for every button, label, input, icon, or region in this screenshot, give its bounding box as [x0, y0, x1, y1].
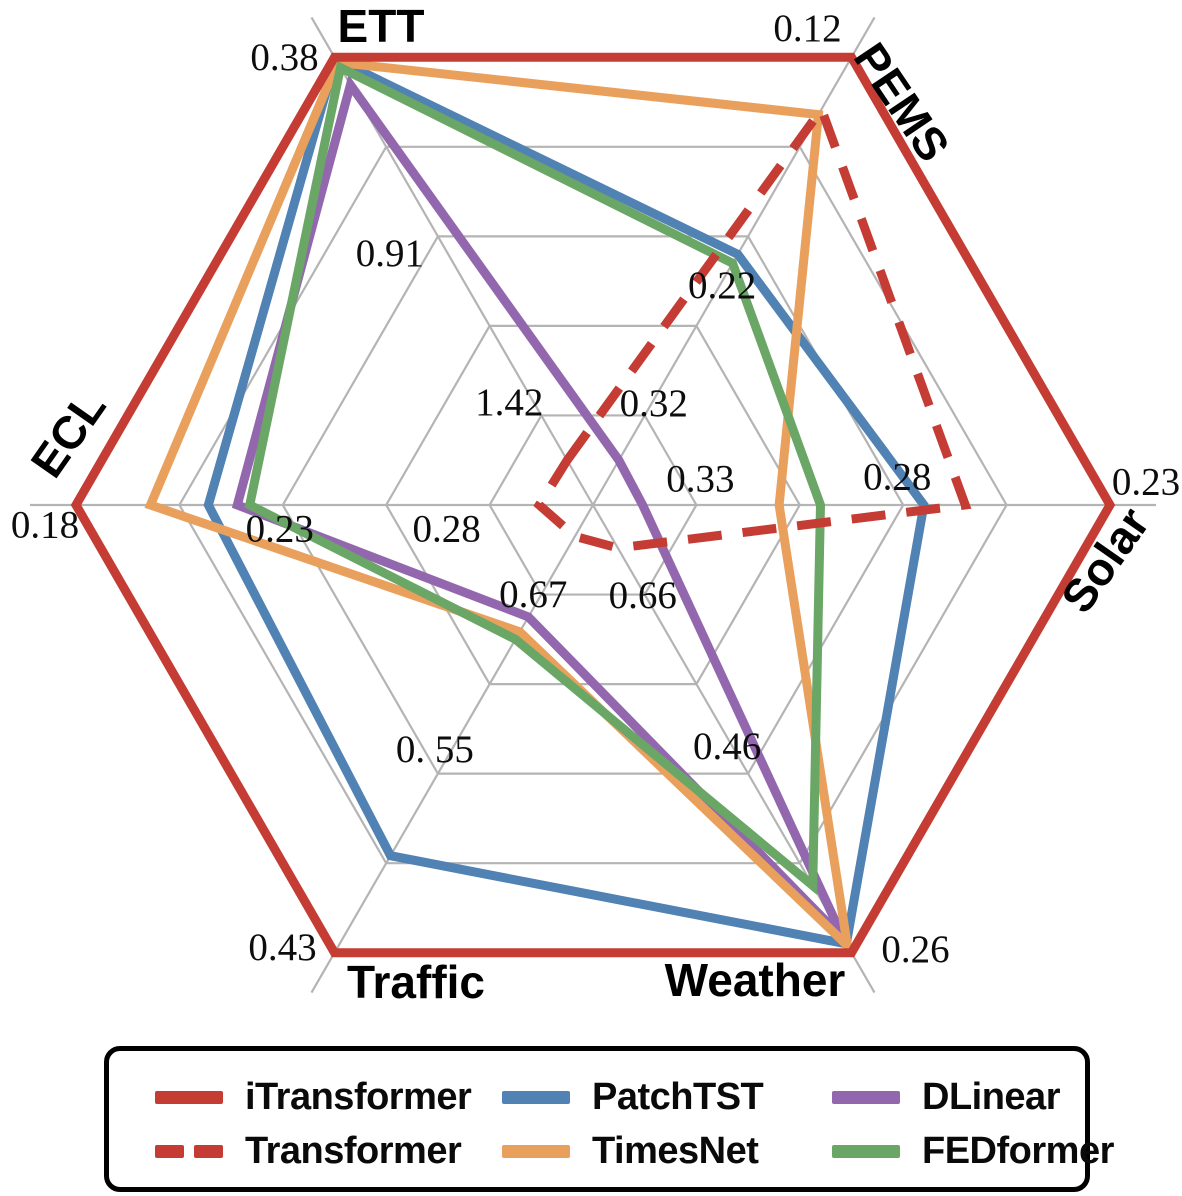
axis-label-ecl: ECL [20, 381, 115, 486]
axis-label-weather: Weather [665, 954, 846, 1006]
tick-outer-ett: 0.38 [250, 36, 318, 79]
tick-ring1-solar: 0.33 [666, 458, 734, 501]
legend-item-transformer: Transformer [155, 1129, 462, 1172]
tick-outer-solar: 0.23 [1112, 461, 1180, 504]
tick-ring3-ett: 0.91 [356, 232, 424, 275]
tick-ring3-pems: 0.22 [688, 264, 756, 307]
tick-ring1-ett: 1.42 [475, 381, 543, 424]
grid-lines [30, 16, 1156, 994]
tick-outer-pems: 0.12 [773, 7, 841, 50]
tick-ring3-weather: 0.46 [693, 725, 761, 768]
tick-ring1-ecl: 0.28 [412, 508, 480, 551]
tick-ring3-solar: 0.28 [863, 456, 931, 499]
legend-swatch-fedformer [832, 1144, 900, 1158]
axis-label-traffic: Traffic [347, 956, 485, 1008]
series-polygon-fedformer [244, 60, 825, 895]
grid-ring-1 [488, 414, 698, 596]
legend-label-timesnet: TimesNet [592, 1129, 759, 1172]
axis-label-solar: Solar [1051, 498, 1160, 622]
legend-item-patchtst: PatchTST [502, 1075, 764, 1118]
legend-label-patchtst: PatchTST [592, 1075, 764, 1118]
series-polygon-transformer [533, 99, 972, 553]
legend-swatch-timesnet [502, 1144, 570, 1158]
legend-item-dlinear: DLinear [832, 1075, 1060, 1118]
series-polygons [70, 52, 1116, 959]
tick-ring3-traffic: 0. 55 [396, 728, 474, 771]
tick-outer-weather: 0.26 [881, 928, 949, 971]
grid-ring-2 [384, 324, 802, 686]
legend-swatch-dlinear [832, 1090, 900, 1104]
axis-spoke-traffic [310, 504, 594, 994]
series-polygon-itransformer [70, 52, 1116, 958]
series-polygon-timesnet [144, 57, 854, 959]
legend-item-fedformer: FEDformer [832, 1129, 1114, 1172]
tick-ring1-weather: 0.66 [609, 574, 677, 617]
legend-label-fedformer: FEDformer [922, 1129, 1114, 1172]
legend-swatch-itransformer [155, 1090, 223, 1104]
legend-label-itransformer: iTransformer [245, 1075, 472, 1118]
legend-label-transformer: Transformer [245, 1129, 462, 1172]
grid-ring-3 [281, 235, 905, 775]
legend-item-timesnet: TimesNet [502, 1129, 759, 1172]
legend-swatch-patchtst [502, 1090, 570, 1104]
legend-label-dlinear: DLinear [922, 1075, 1060, 1118]
legend-item-itransformer: iTransformer [155, 1075, 472, 1118]
tick-ring1-traffic: 0.67 [499, 573, 567, 616]
tick-ring1-pems: 0.32 [620, 382, 688, 425]
tick-ring3-ecl: 0.23 [246, 508, 314, 551]
tick-outer-traffic: 0.43 [248, 926, 316, 969]
legend-box: iTransformer PatchTST DLinear Transforme… [104, 1046, 1114, 1192]
legend-swatch-transformer-dashed [155, 1144, 223, 1158]
tick-outer-ecl: 0.18 [11, 504, 79, 547]
axis-label-ett: ETT [338, 0, 425, 52]
